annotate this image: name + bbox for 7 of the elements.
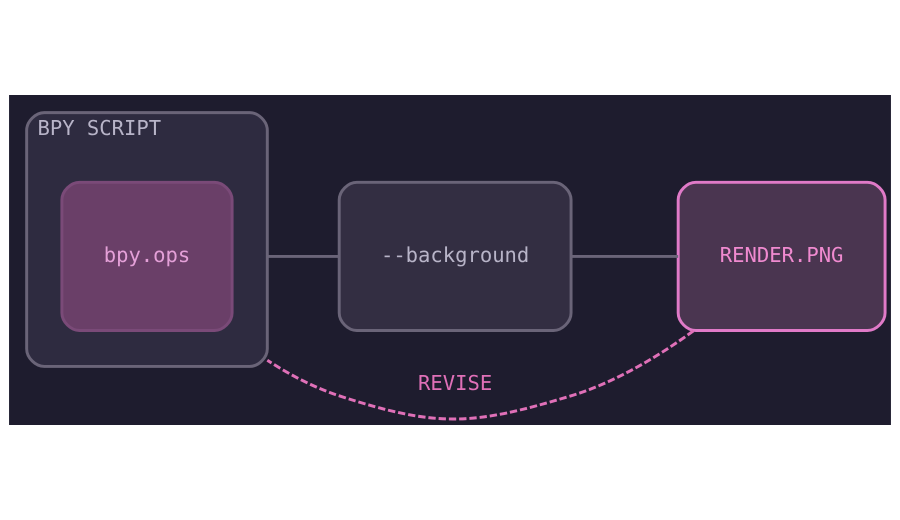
node-box: bpy.ops (60, 180, 234, 332)
connector (267, 254, 340, 258)
connector (266, 330, 694, 420)
node-box: RENDER.PNG (676, 180, 887, 332)
connector (571, 254, 678, 258)
edge-label: REVISE (418, 371, 492, 396)
node-box: --background (338, 180, 573, 332)
